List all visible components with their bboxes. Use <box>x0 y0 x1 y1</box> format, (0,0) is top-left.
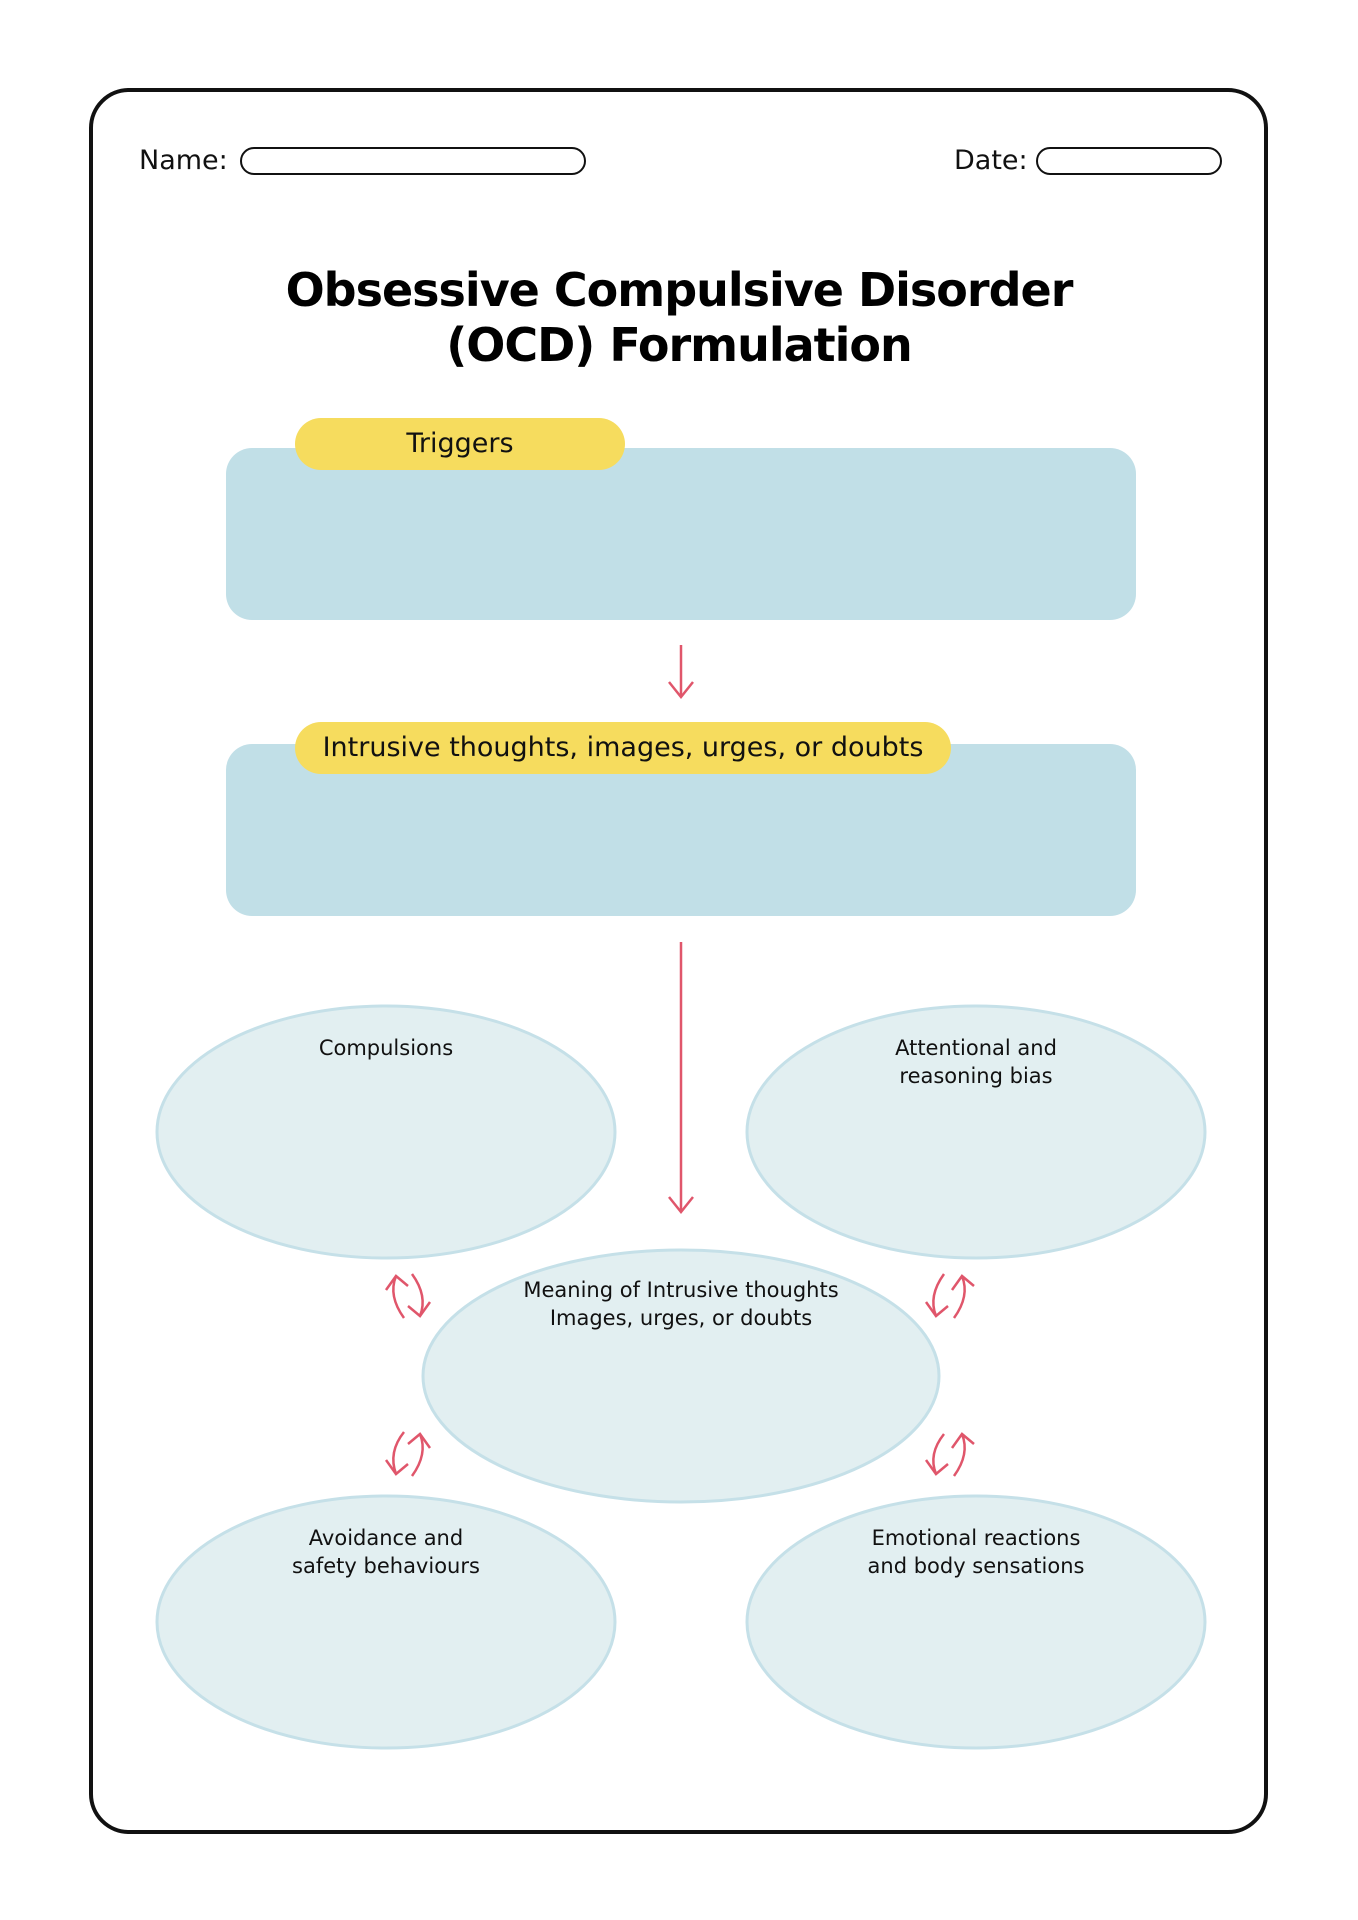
page-title-line2: (OCD) Formulation <box>446 318 913 372</box>
arrow-intrusive-to-meaning <box>668 942 694 1215</box>
triggers-box[interactable] <box>226 448 1136 620</box>
name-field[interactable] <box>240 147 586 175</box>
emotional-reactions-ellipse[interactable] <box>745 1494 1207 1750</box>
page-title-line1: Obsessive Compulsive Disorder <box>285 263 1074 317</box>
worksheet-frame <box>89 88 1268 1834</box>
meaning-label-line1: Meaning of Intrusive thoughts <box>523 1278 839 1302</box>
intrusive-thoughts-label: Intrusive thoughts, images, urges, or do… <box>295 722 951 774</box>
date-field[interactable] <box>1036 147 1222 175</box>
avoidance-label-line2: safety behaviours <box>292 1554 480 1578</box>
attentional-bias-label-line2: reasoning bias <box>899 1064 1053 1088</box>
emotional-reactions-label-line1: Emotional reactions <box>871 1526 1081 1550</box>
cycle-arrows-icon-bottom-left <box>384 1431 432 1477</box>
cycle-arrows-icon-top-right <box>924 1273 975 1319</box>
cycle-arrows-icon-top-left <box>384 1273 432 1319</box>
arrow-triggers-to-intrusive <box>668 645 694 700</box>
emotional-reactions-label-line2: and body sensations <box>867 1554 1085 1578</box>
avoidance-ellipse[interactable] <box>155 1494 617 1750</box>
attentional-bias-label-line1: Attentional and <box>895 1036 1057 1060</box>
meaning-label-line2: Images, urges, or doubts <box>549 1306 813 1330</box>
triggers-label: Triggers <box>295 418 625 470</box>
compulsions-label: Compulsions <box>318 1036 454 1060</box>
cycle-arrows-icon-bottom-right <box>924 1432 975 1477</box>
date-label: Date: <box>954 145 1028 176</box>
meaning-ellipse[interactable] <box>421 1248 941 1504</box>
name-label: Name: <box>139 145 228 176</box>
compulsions-ellipse[interactable] <box>155 1004 617 1260</box>
attentional-bias-ellipse[interactable] <box>745 1004 1207 1260</box>
avoidance-label-line1: Avoidance and <box>308 1526 464 1550</box>
